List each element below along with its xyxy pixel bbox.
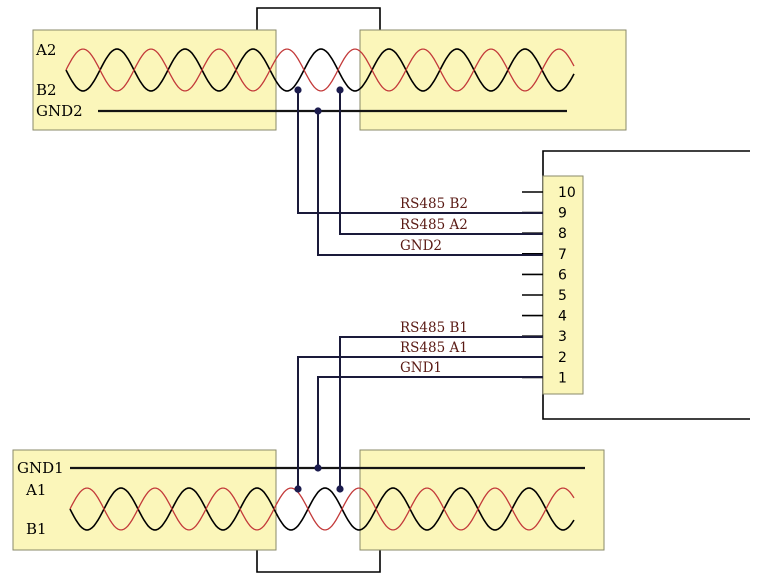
wire-rs485-b2 <box>297 90 543 214</box>
junction-gnd1 <box>314 464 322 472</box>
bottom-label-gnd: GND1 <box>17 459 64 477</box>
wire-gnd1 <box>317 376 543 468</box>
wire-gnd2 <box>317 111 543 256</box>
label-rs485-a1: RS485 A1 <box>400 340 468 356</box>
top-label-a: A2 <box>35 41 56 59</box>
wire-rs485-b1 <box>339 336 543 489</box>
pin-label-4: 4 <box>558 309 567 325</box>
connector: 10 9 8 7 6 5 4 3 2 1 <box>522 150 750 420</box>
top-cable-left-block <box>32 29 277 131</box>
bottom-twisted-red-wire <box>69 487 575 531</box>
top-label-gnd: GND2 <box>36 102 83 120</box>
top-cable: A2 B2 GND2 <box>32 7 627 131</box>
pin-label-2: 2 <box>558 350 567 366</box>
pin-label-8: 8 <box>558 226 567 242</box>
bottom-cable-bridge <box>256 550 381 573</box>
pin-label-10: 10 <box>558 185 576 201</box>
label-rs485-b1: RS485 B1 <box>400 320 468 336</box>
bottom-twisted-pair <box>69 487 575 531</box>
bottom-cable-right-block <box>359 449 605 551</box>
pin-label-9: 9 <box>558 206 567 222</box>
label-rs485-b2: RS485 B2 <box>400 196 468 212</box>
top-cable-bridge <box>256 7 381 30</box>
bottom-label-a: A1 <box>25 481 46 499</box>
top-twisted-black-wire <box>65 48 575 92</box>
junction-a1 <box>294 485 302 493</box>
pin-label-3: 3 <box>558 329 567 345</box>
connector-pin-block <box>542 175 584 395</box>
bottom-twisted-black-wire <box>69 487 575 531</box>
wire-rs485-a1 <box>297 356 543 489</box>
junction-b1 <box>336 485 344 493</box>
junction-gnd2 <box>314 107 322 115</box>
top-label-b: B2 <box>36 81 57 99</box>
bottom-wires: RS485 B1 RS485 A1 GND1 <box>294 320 543 493</box>
top-wires: RS485 B2 RS485 A2 GND2 <box>294 86 543 256</box>
pin-label-1: 1 <box>558 370 567 386</box>
label-gnd2: GND2 <box>400 238 442 254</box>
pin-label-6: 6 <box>558 267 567 283</box>
top-cable-right-block <box>359 29 627 131</box>
wire-rs485-a2 <box>339 90 543 235</box>
junction-a2 <box>336 86 344 94</box>
label-rs485-a2: RS485 A2 <box>400 217 468 233</box>
connector-pin-stubs <box>522 191 543 379</box>
junction-b2 <box>294 86 302 94</box>
bottom-cable-left-block <box>12 449 277 551</box>
pin-label-5: 5 <box>558 288 567 304</box>
bottom-cable: GND1 A1 B1 <box>12 449 605 573</box>
label-gnd1: GND1 <box>400 360 442 376</box>
top-twisted-pair <box>65 48 575 92</box>
bottom-label-b: B1 <box>26 520 47 538</box>
pin-label-7: 7 <box>558 247 567 263</box>
top-twisted-red-wire <box>65 48 575 92</box>
connector-pin-labels: 10 9 8 7 6 5 4 3 2 1 <box>558 185 576 386</box>
